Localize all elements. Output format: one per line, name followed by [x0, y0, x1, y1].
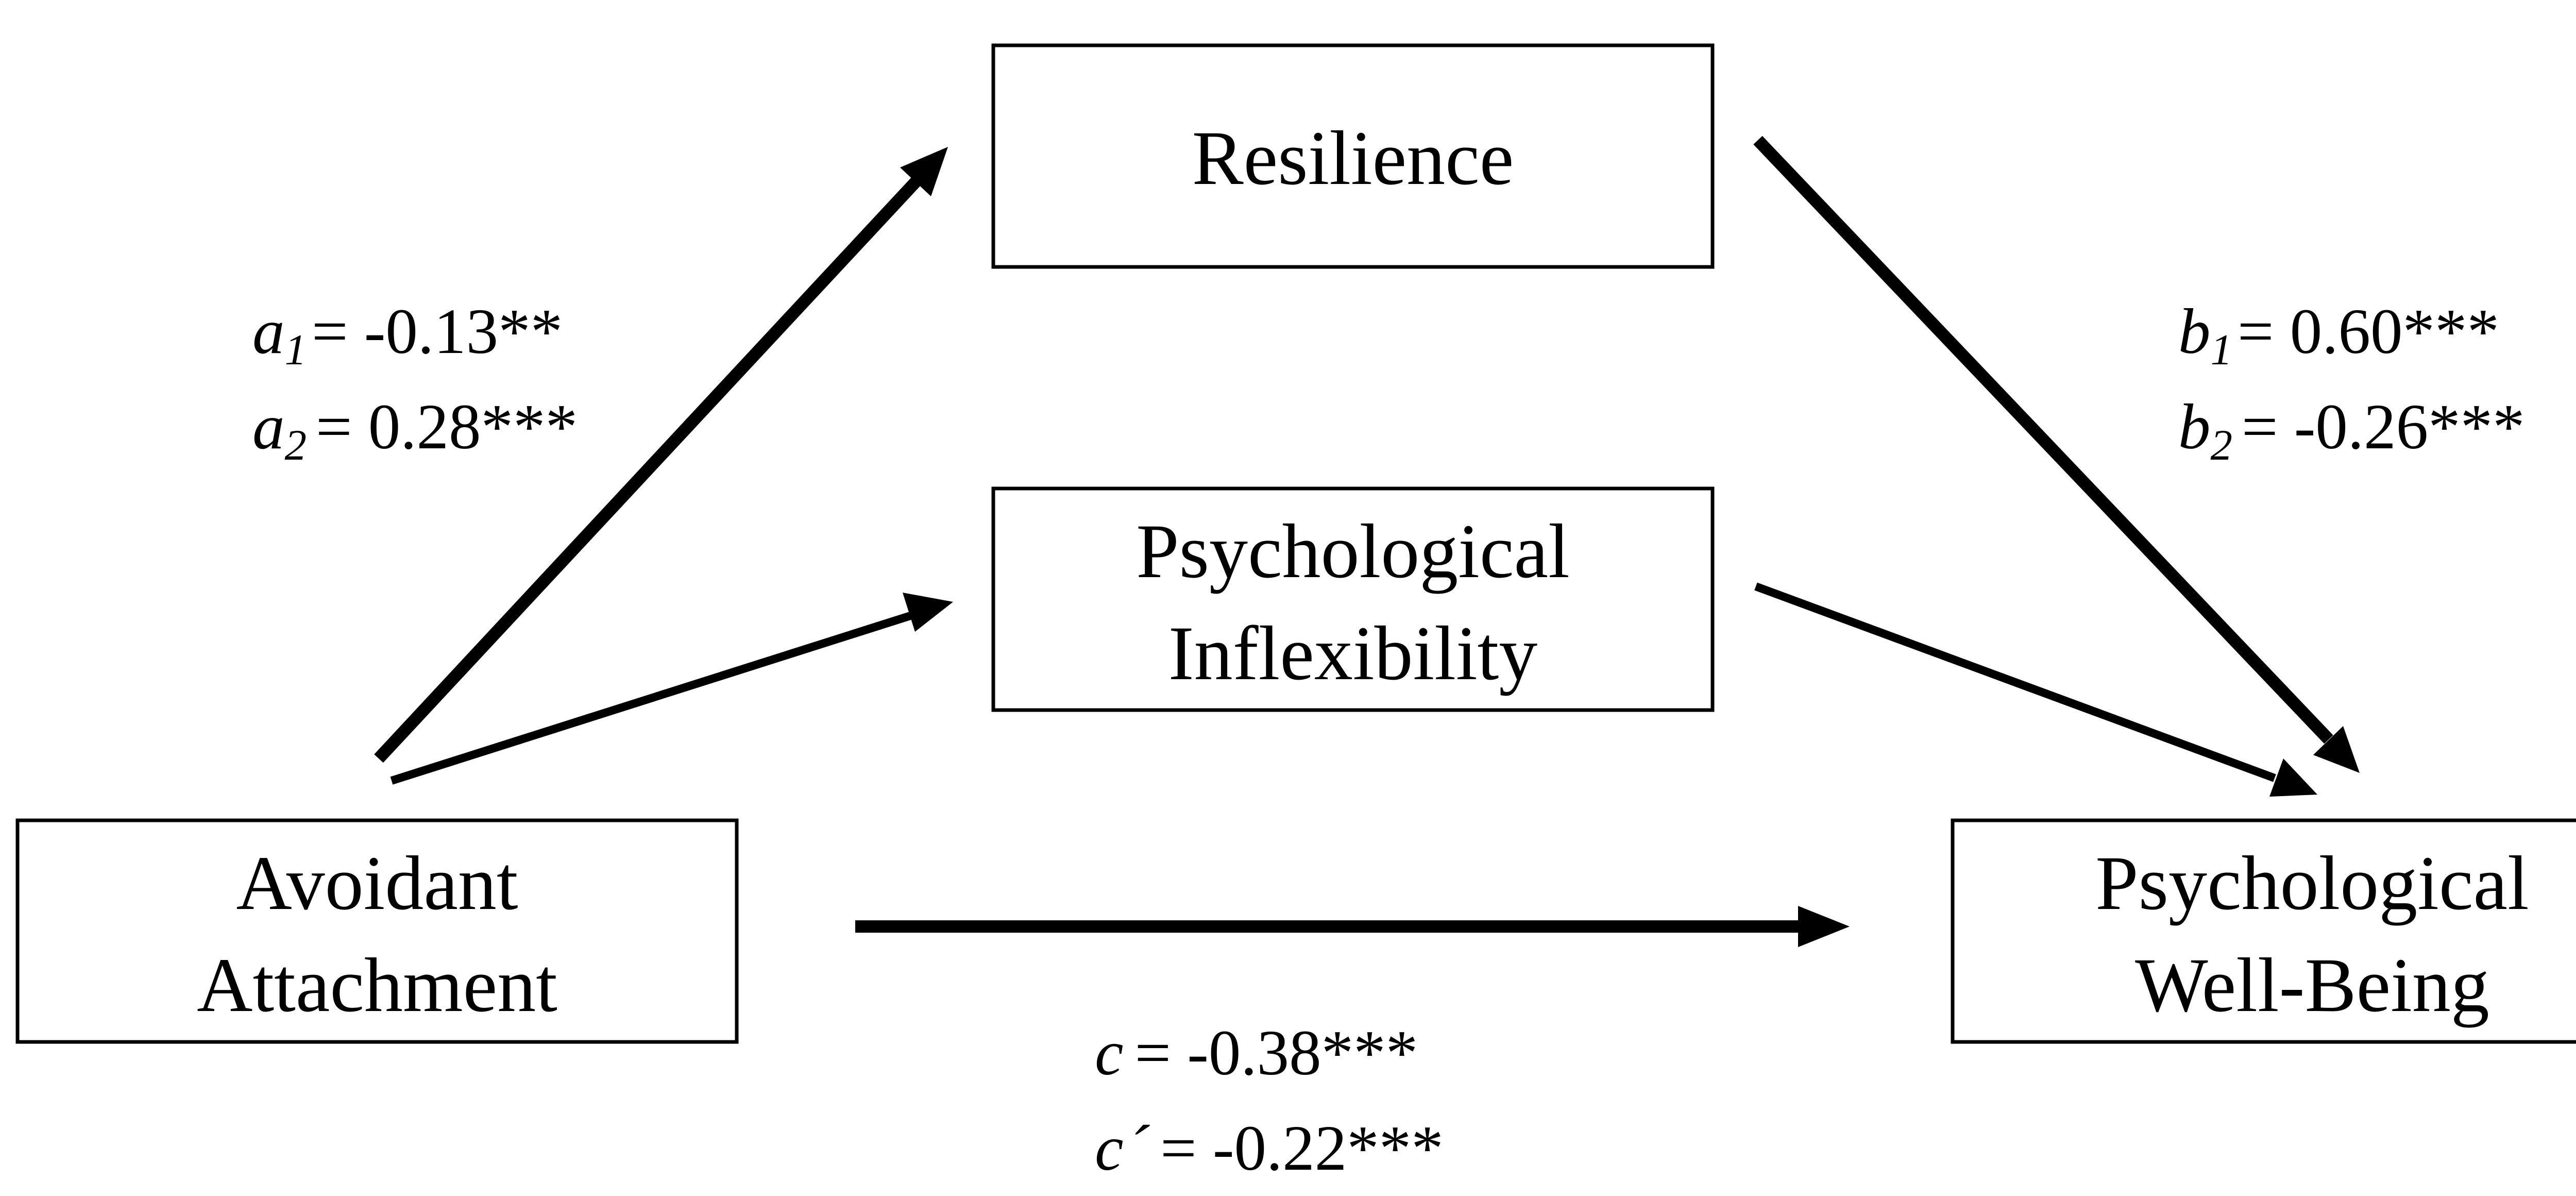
coef-b2-subscript: 2 [2211, 421, 2233, 469]
node-wellbeing-label-line-2: Well-Being [2135, 942, 2489, 1028]
coef-c-prime-value: = -0.22*** [1160, 1113, 1444, 1184]
arrow-avoidant-to-inflexibility-head [903, 593, 953, 632]
coef-b1-symbol: b [2178, 296, 2211, 367]
node-avoidant-label-line-1: Avoidant [236, 840, 518, 926]
coef-a2-subscript: 2 [285, 421, 307, 469]
arrow-resilience-to-wellbeing-line [1753, 136, 2333, 744]
node-inflexibility-label-line-1: Psychological [1136, 509, 1570, 594]
coef-c-prime-symbol: c [1095, 1113, 1123, 1184]
coef-a1-value: = -0.13** [312, 296, 563, 367]
node-wellbeing-box [1951, 818, 2576, 1044]
coef-c: c= -0.38*** [1095, 1018, 1418, 1089]
coef-b2-value: = -0.26*** [2242, 392, 2525, 463]
node-wellbeing: Psychological Well-Being [1951, 818, 2576, 1044]
arrow-avoidant-to-resilience-head [900, 147, 948, 196]
coef-a2-value: = 0.28*** [316, 392, 578, 463]
arrow-avoidant-to-wellbeing-head [1798, 906, 1850, 947]
arrow-inflexibility-to-wellbeing-line [1754, 582, 2276, 782]
coef-a2-symbol: a [252, 392, 285, 463]
coef-a1-subscript: 1 [285, 326, 307, 374]
arrow-inflexibility-to-wellbeing-head [2269, 759, 2317, 797]
arrow-avoidant-to-inflexibility [390, 593, 953, 785]
coef-a2: a2= 0.28*** [252, 392, 578, 469]
node-inflexibility-label-line-2: Inflexibility [1168, 611, 1538, 696]
coef-b2: b2= -0.26*** [2178, 392, 2525, 469]
coef-c-value: = -0.38*** [1134, 1018, 1418, 1089]
node-avoidant-box [15, 818, 739, 1044]
node-inflexibility: Psychological Inflexibility [991, 486, 1715, 712]
arrow-avoidant-to-wellbeing [855, 906, 1850, 947]
node-resilience: Resilience [991, 43, 1715, 269]
node-avoidant: Avoidant Attachment [15, 818, 739, 1044]
coef-c-symbol: c [1095, 1018, 1123, 1089]
coef-a1: a1= -0.13** [252, 296, 563, 374]
node-resilience-label: Resilience [1192, 115, 1514, 201]
arrow-resilience-to-wellbeing-head [2313, 726, 2360, 773]
node-resilience-box [991, 43, 1715, 269]
arrow-avoidant-to-resilience [374, 147, 948, 763]
coef-b2-symbol: b [2178, 392, 2211, 463]
coef-c-prime-mark: ´ [1127, 1113, 1150, 1184]
node-wellbeing-label-line-1: Psychological [2095, 840, 2529, 926]
node-inflexibility-box [991, 486, 1715, 712]
node-avoidant-label-line-2: Attachment [197, 942, 557, 1028]
arrow-avoidant-to-resilience-line [374, 176, 922, 763]
arrow-avoidant-to-inflexibility-line [390, 611, 913, 785]
arrow-resilience-to-wellbeing [1753, 136, 2360, 773]
coef-c-prime: c´= -0.22*** [1095, 1113, 1444, 1184]
arrow-inflexibility-to-wellbeing [1754, 582, 2317, 797]
coef-a1-symbol: a [252, 296, 285, 367]
coef-b1-subscript: 1 [2211, 326, 2233, 374]
coef-b1-value: = 0.60*** [2238, 296, 2499, 367]
coef-b1: b1= 0.60*** [2178, 296, 2499, 374]
